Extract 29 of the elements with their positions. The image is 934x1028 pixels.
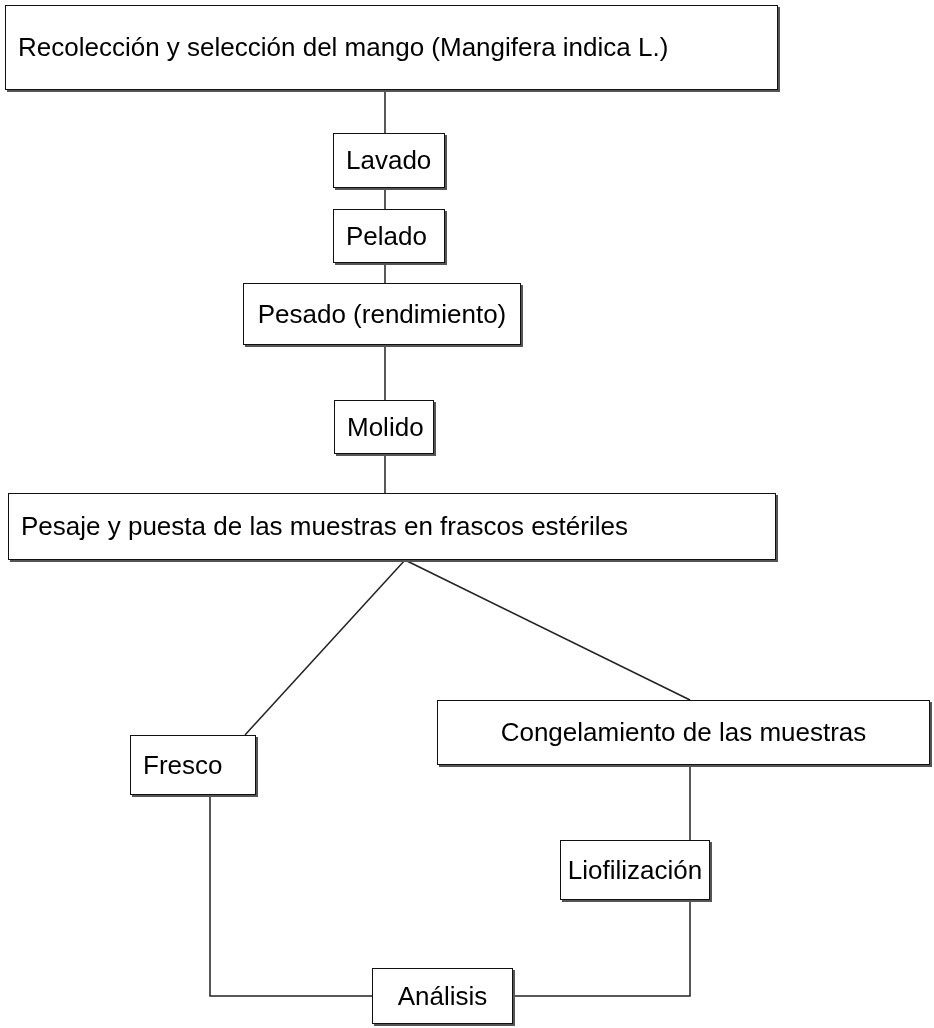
step-label: Pesaje y puesta de las muestras en frascos estériles	[21, 511, 628, 542]
connector-line	[244, 559, 406, 736]
connector-line	[384, 89, 386, 134]
step-label: Fresco	[143, 749, 223, 781]
process-box	[560, 840, 710, 900]
process-box	[437, 700, 930, 765]
step-label: Pelado	[346, 220, 427, 252]
step-label: Pesado (rendimiento)	[257, 298, 507, 330]
connector-line	[384, 262, 386, 284]
process-box	[334, 400, 434, 454]
connector-line	[384, 453, 386, 494]
connector-line	[384, 187, 386, 210]
process-box	[8, 493, 776, 560]
connector-line	[384, 344, 386, 401]
process-box	[243, 283, 521, 345]
process-box	[333, 133, 445, 188]
step-label: Molido	[347, 411, 424, 443]
step-label: Análisis	[397, 980, 488, 1012]
process-box	[5, 5, 778, 90]
connector-line	[512, 899, 691, 997]
step-label: Lavado	[346, 145, 432, 176]
step-label: Liofilización	[567, 854, 703, 886]
process-box	[333, 209, 445, 263]
step-label: Recolección y selección del mango (Mangifera indica L.)	[18, 32, 669, 63]
process-box	[130, 735, 256, 795]
connector-line	[689, 764, 691, 841]
connector-line	[209, 794, 373, 997]
process-box	[372, 968, 513, 1024]
step-label: Congelamiento de las muestras	[500, 717, 867, 748]
